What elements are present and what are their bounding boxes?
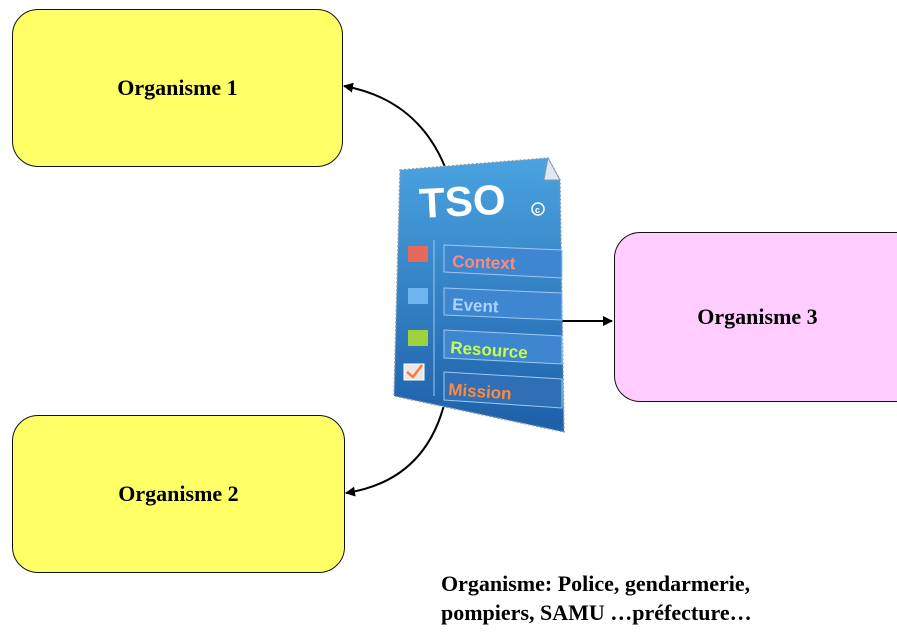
organisme-3-box: Organisme 3 [614,232,897,402]
organisme-2-box: Organisme 2 [12,415,345,573]
tso-mark: c [535,205,540,215]
tso-row-event: Event [408,287,563,321]
tso-row-mission: Mission [403,363,563,409]
svg-text:Context: Context [452,252,516,273]
svg-text:Mission: Mission [448,380,512,403]
page-curl-icon [543,156,561,181]
arrow-to-organisme-2 [345,391,448,497]
context-icon [408,246,428,262]
organisme-1-label: Organisme 1 [117,75,238,100]
tso-title: TSO [418,176,507,227]
organisme-1-box: Organisme 1 [12,9,343,167]
copyright-mark-icon [531,202,545,216]
note-line-1: Organisme: Police, gendarmerie, [441,571,751,596]
tso-row-context: Context [408,244,563,279]
tso-document-icon: TSO c Context Event Resource Mission [393,156,565,433]
note-line-2: pompiers, SAMU …préfecture… [441,600,752,625]
svg-text:Event: Event [452,295,500,316]
tso-row-resource: Resource [408,329,563,365]
organisme-note: Organisme: Police, gendarmerie, pompiers… [441,569,881,627]
resource-icon [408,330,428,346]
event-icon [408,288,428,304]
organisme-2-label: Organisme 2 [118,481,239,506]
arrow-to-organisme-1 [343,82,448,173]
organisme-3-label: Organisme 3 [697,304,818,329]
